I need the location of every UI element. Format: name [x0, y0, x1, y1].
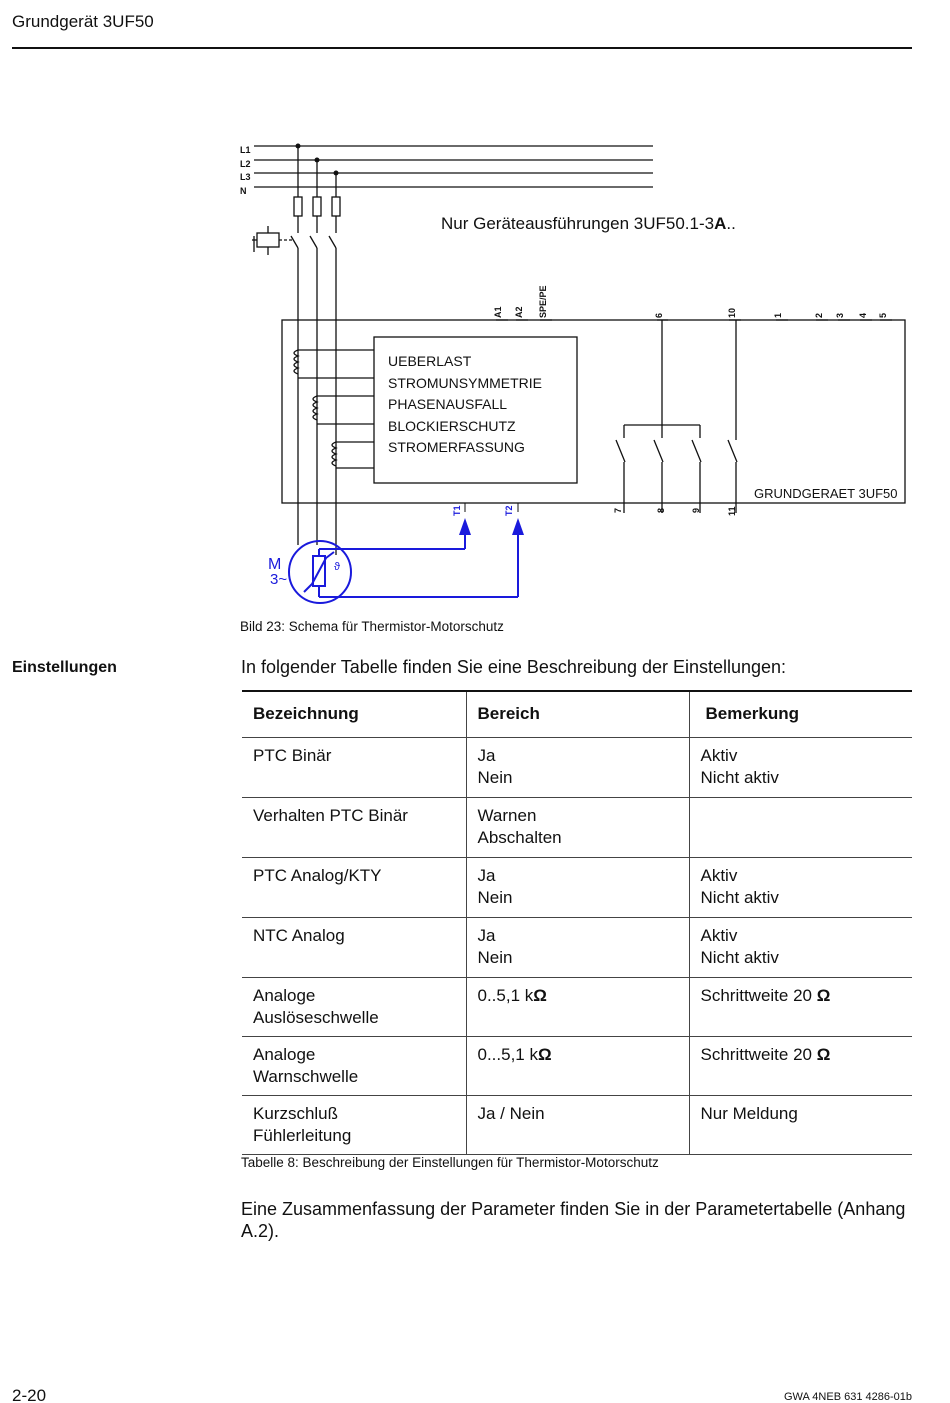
terminal-4: 4	[858, 313, 868, 318]
cell-name: PTC Analog/KTY	[242, 857, 466, 918]
terminal-t2: T2	[504, 505, 514, 516]
settings-table: Bezeichnung Bereich Bemerkung PTC Binär …	[242, 690, 912, 1155]
motor-label-phases: 3~	[270, 571, 287, 588]
table-header-row: Bezeichnung Bereich Bemerkung	[242, 690, 912, 738]
function-stall-protection: BLOCKIERSCHUTZ	[388, 418, 516, 434]
cell-remark	[688, 797, 912, 858]
version-note: Nur Geräteausführungen 3UF50.1-3A..	[441, 214, 736, 233]
motor-thermistor-circuit	[288, 532, 519, 604]
line-label-l3: L3	[240, 172, 251, 182]
function-list: UEBERLAST STROMUNSYMMETRIE PHASENAUSFALL…	[388, 353, 542, 455]
phase-conductors	[252, 146, 341, 555]
theta-symbol: ϑ	[334, 561, 340, 573]
device-frame	[281, 319, 906, 504]
cell-remark: Schrittweite 20 Ω	[688, 1036, 912, 1096]
page-header-title: Grundgerät 3UF50	[12, 12, 154, 31]
function-box	[373, 336, 578, 484]
cell-name: Verhalten PTC Binär	[242, 797, 466, 858]
terminal-1: 1	[773, 313, 783, 318]
terminal-3: 3	[835, 313, 845, 318]
function-current-sensing: STROMERFASSUNG	[388, 439, 525, 455]
line-label-n: N	[240, 186, 247, 196]
document-code: GWA 4NEB 631 4286-01b	[783, 1391, 912, 1403]
summary-paragraph: Eine Zusammenfassung der Parameter finde…	[241, 1199, 906, 1241]
relay-contacts	[615, 320, 738, 513]
cell-range: Ja / Nein	[465, 1095, 689, 1155]
column-header-remark: Bemerkung	[688, 690, 912, 738]
terminal-a2: A2	[514, 306, 524, 318]
header-rule	[12, 47, 912, 49]
column-header-name: Bezeichnung	[242, 690, 466, 738]
table-caption: Tabelle 8: Beschreibung der Einstellunge…	[241, 1155, 659, 1170]
terminal-spe-pe: SPE/PE	[538, 285, 548, 318]
terminal-10: 10	[727, 308, 737, 318]
line-label-l1: L1	[240, 145, 251, 155]
cell-range: 0...5,1 kΩ	[465, 1036, 689, 1096]
cell-name: NTC Analog	[242, 917, 466, 978]
function-phase-failure: PHASENAUSFALL	[388, 396, 507, 412]
terminal-8: 8	[656, 508, 666, 513]
terminal-2: 2	[814, 313, 824, 318]
cell-remark: Schrittweite 20 Ω	[688, 977, 912, 1037]
cell-name: PTC Binär	[242, 737, 466, 798]
terminal-9: 9	[691, 508, 701, 513]
terminal-5: 5	[878, 313, 888, 318]
function-current-asymmetry: STROMUNSYMMETRIE	[388, 375, 542, 391]
terminal-t1: T1	[452, 505, 462, 516]
function-overload: UEBERLAST	[388, 353, 472, 369]
device-label: GRUNDGERAET 3UF50	[754, 486, 898, 501]
motor-label-m: M	[268, 556, 281, 573]
current-transformers	[293, 349, 374, 469]
page-number: 2-20	[12, 1386, 47, 1403]
section-heading: Einstellungen	[12, 659, 117, 676]
terminal-a1: A1	[493, 306, 503, 318]
line-label-l2: L2	[240, 159, 251, 169]
supply-lines	[254, 145, 653, 188]
section-intro: In folgender Tabelle finden Sie eine Bes…	[241, 657, 787, 677]
figure-caption: Bild 23: Schema für Thermistor-Motorschu…	[240, 619, 504, 634]
thermistor-schematic: L1 L2 L3 N Nur Geräteausführungen 3UF50.…	[240, 143, 906, 604]
terminal-11: 11	[727, 506, 737, 516]
column-header-range: Bereich	[465, 690, 689, 738]
cell-range: 0..5,1 kΩ	[465, 977, 689, 1037]
cell-remark: Nur Meldung	[688, 1095, 912, 1155]
terminal-7: 7	[613, 508, 623, 513]
terminal-6: 6	[654, 313, 664, 318]
